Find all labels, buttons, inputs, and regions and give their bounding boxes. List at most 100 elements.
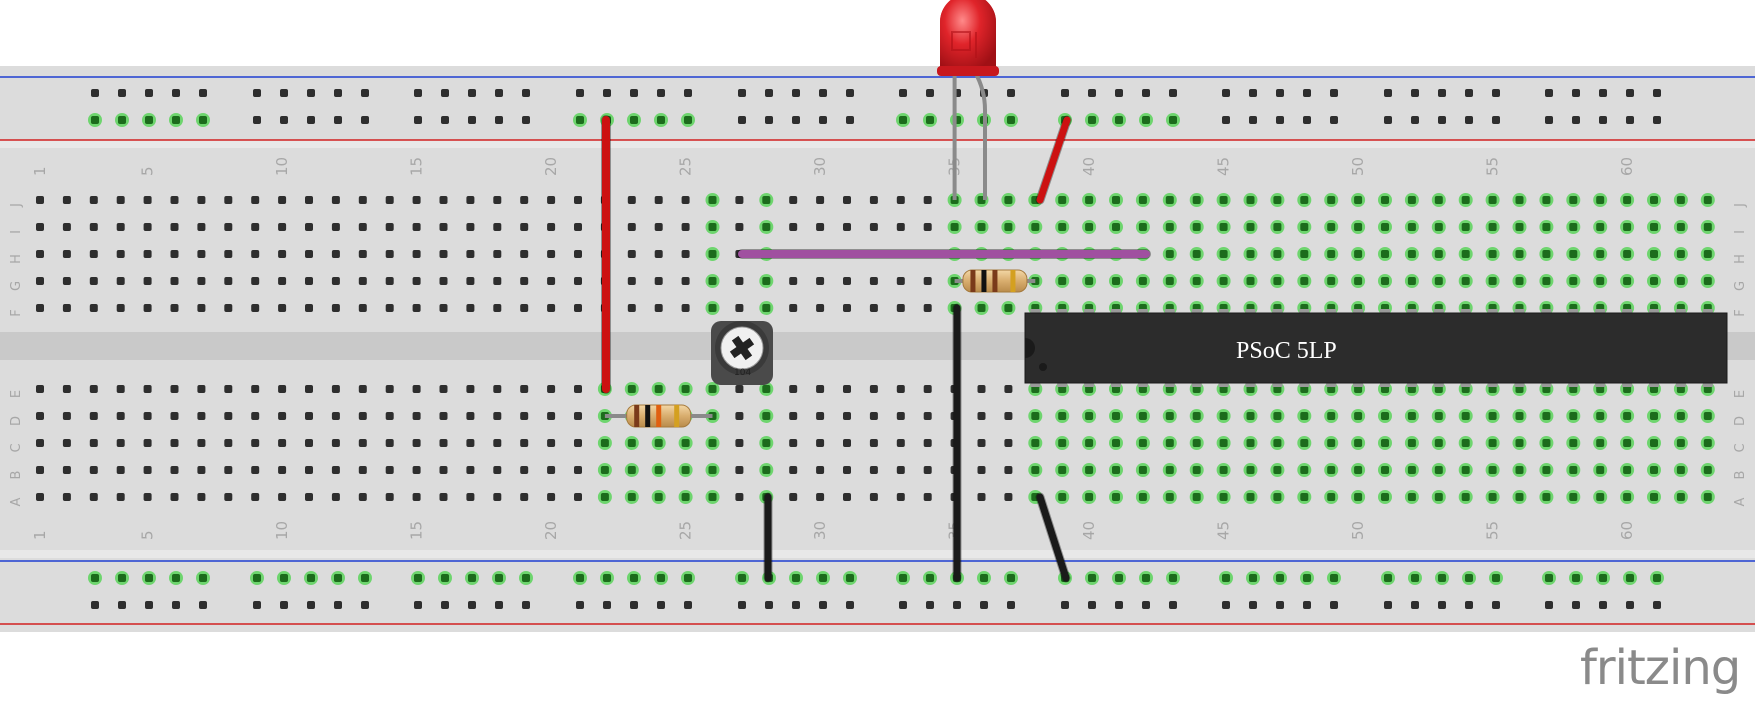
hole-I17 [466, 223, 475, 231]
rail-hole [603, 601, 611, 609]
hole-I39 [1058, 223, 1067, 231]
hole-F17 [466, 304, 475, 312]
rail-hole [792, 116, 800, 124]
rail-hole [1169, 89, 1177, 97]
hole-I34 [923, 223, 932, 231]
chip-pin [1057, 381, 1068, 387]
rail-hole [1088, 116, 1096, 124]
resistor-1-band [645, 405, 651, 427]
hole-H56 [1515, 250, 1524, 258]
row-letter-label: G [1733, 281, 1748, 291]
hole-I59 [1596, 223, 1605, 231]
hole-J18 [493, 196, 502, 204]
column-number-label: 50 [1349, 521, 1367, 540]
rail-hole [1492, 89, 1500, 97]
hole-D62 [1676, 412, 1685, 420]
hole-D48 [1300, 412, 1309, 420]
rail-hole [91, 601, 99, 609]
hole-J57 [1542, 196, 1551, 204]
hole-C27 [735, 439, 744, 447]
chip-pin [1406, 309, 1417, 315]
hole-J29 [789, 196, 798, 204]
rail-hole [684, 89, 692, 97]
hole-G20 [547, 277, 556, 285]
hole-B36 [977, 466, 986, 474]
rail-hole [657, 601, 665, 609]
hole-B49 [1327, 466, 1336, 474]
hole-I41 [1112, 223, 1120, 231]
hole-A49 [1327, 493, 1336, 501]
hole-G56 [1515, 277, 1524, 285]
hole-H19 [520, 250, 529, 258]
hole-I50 [1354, 223, 1363, 231]
chip-pin [1137, 381, 1148, 387]
hole-G5 [143, 277, 152, 285]
hole-E23 [627, 385, 636, 393]
rail-hole [1492, 116, 1500, 124]
rail-hole [1169, 601, 1177, 609]
hole-E36 [977, 385, 986, 393]
hole-I60 [1623, 223, 1632, 231]
hole-H2 [62, 250, 71, 258]
hole-H45 [1219, 250, 1228, 258]
hole-A29 [789, 493, 798, 501]
hole-D10 [278, 412, 287, 420]
hole-D7 [197, 412, 206, 420]
hole-J62 [1676, 196, 1685, 204]
chip-label: PSoC 5LP [1236, 338, 1337, 364]
hole-J16 [439, 196, 448, 204]
hole-A39 [1058, 493, 1067, 501]
hole-C5 [143, 439, 152, 447]
rail-hole [495, 89, 503, 97]
hole-G17 [466, 277, 475, 285]
hole-C10 [278, 439, 287, 447]
hole-B62 [1676, 466, 1685, 474]
hole-E29 [789, 385, 798, 393]
hole-A22 [600, 493, 609, 501]
hole-J6 [170, 196, 179, 204]
rail-hole [1249, 574, 1257, 582]
hole-B61 [1650, 466, 1658, 474]
rail-hole [495, 601, 503, 609]
rail-hole [953, 601, 961, 609]
hole-E9 [251, 385, 260, 393]
hole-B55 [1488, 466, 1497, 474]
hole-F28 [762, 304, 771, 312]
hole-I29 [789, 223, 798, 231]
hole-B19 [520, 466, 529, 474]
hole-I63 [1703, 223, 1712, 231]
rail-hole [522, 574, 530, 582]
hole-J32 [869, 196, 878, 204]
column-number-label: 25 [677, 521, 695, 540]
hole-J20 [547, 196, 556, 204]
hole-F21 [574, 304, 582, 312]
hole-J55 [1488, 196, 1497, 204]
hole-H23 [627, 250, 636, 258]
led-die [951, 31, 977, 58]
rail-hole [172, 89, 180, 97]
chip-pin [1568, 309, 1579, 315]
chip-pin [1191, 381, 1202, 387]
hole-J49 [1327, 196, 1336, 204]
column-number-label: 60 [1618, 521, 1636, 540]
rail-hole [253, 116, 261, 124]
hole-C26 [708, 439, 717, 447]
hole-B12 [331, 466, 340, 474]
hole-B4 [116, 466, 125, 474]
rail-hole [1384, 574, 1392, 582]
hole-C43 [1165, 439, 1174, 447]
hole-I19 [520, 223, 529, 231]
rail-hole [1438, 116, 1446, 124]
hole-H62 [1676, 250, 1685, 258]
hole-F37 [1004, 304, 1013, 312]
rail-hole [307, 601, 315, 609]
rail-hole [1384, 601, 1392, 609]
hole-D21 [574, 412, 582, 420]
hole-I61 [1650, 223, 1658, 231]
hole-I58 [1569, 223, 1578, 231]
row-letter-label: D [1733, 416, 1748, 426]
hole-I35 [950, 223, 959, 231]
hole-D57 [1542, 412, 1551, 420]
hole-J41 [1112, 196, 1120, 204]
row-letter-label: I [1733, 230, 1748, 234]
